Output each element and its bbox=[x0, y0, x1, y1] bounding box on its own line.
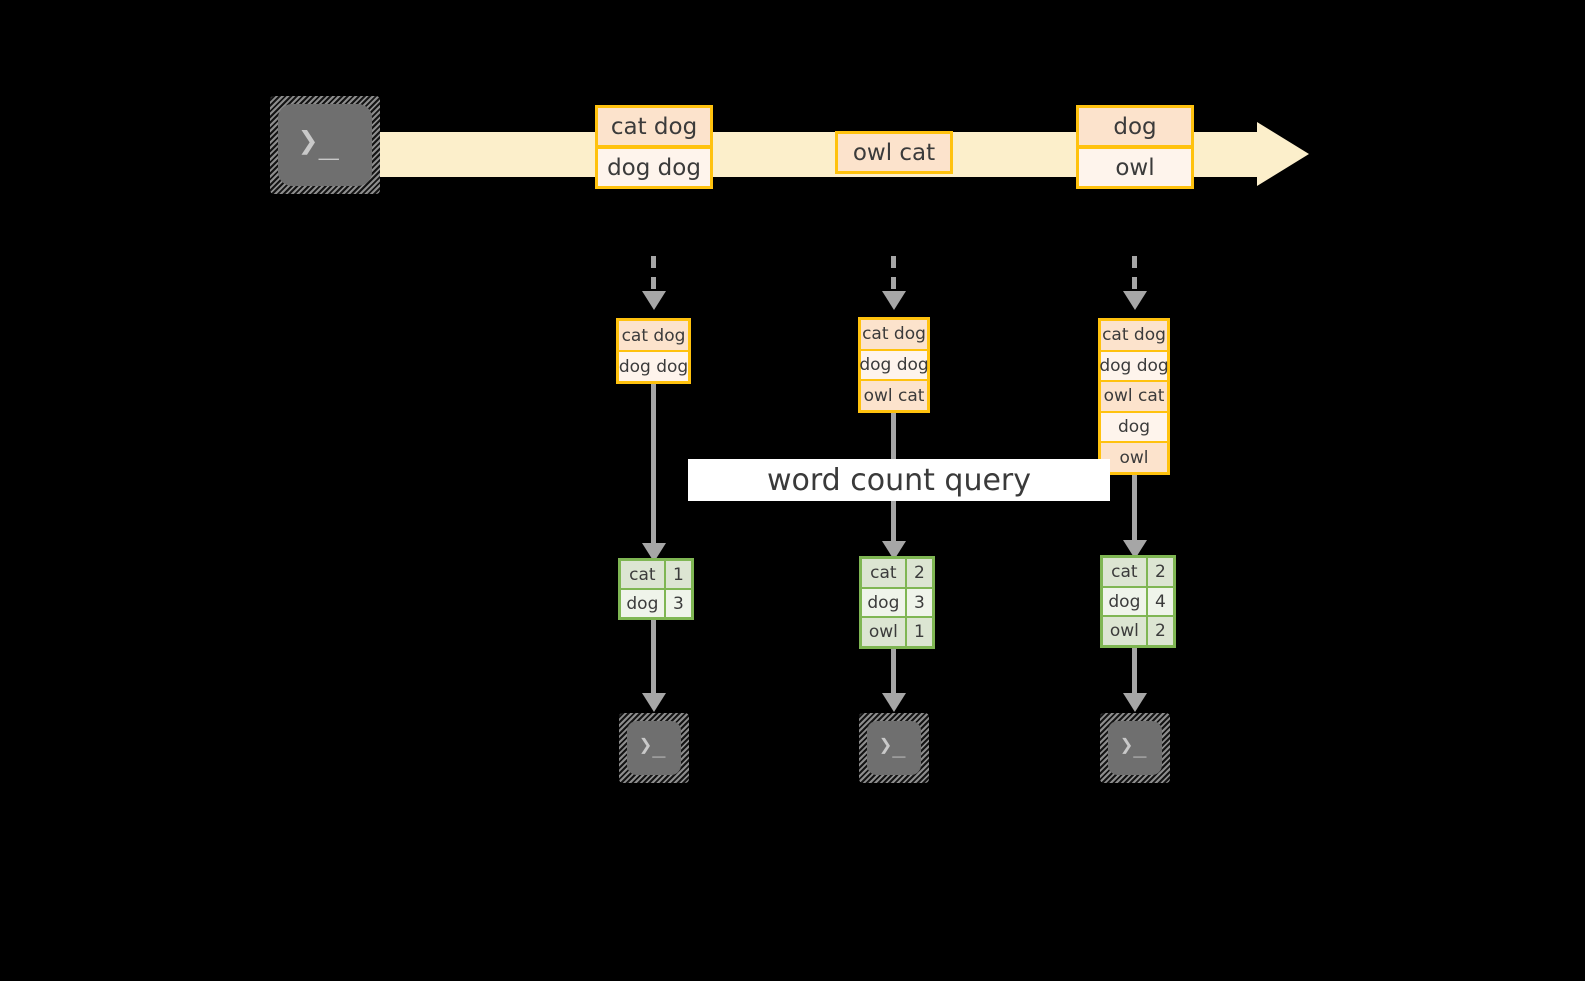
table-row: owl 2 bbox=[1103, 617, 1173, 646]
result-count: 3 bbox=[665, 590, 691, 617]
trigger-1-query-connector bbox=[651, 384, 656, 548]
input-row: cat dog bbox=[1101, 321, 1167, 352]
stream-record-3-line-2: owl bbox=[1076, 146, 1194, 189]
stream-arrow-head bbox=[1257, 122, 1309, 186]
record-text: owl bbox=[1115, 154, 1155, 181]
result-word: owl bbox=[1103, 617, 1148, 646]
source-terminal-icon: ❯_ bbox=[270, 96, 380, 194]
result-word: dog bbox=[621, 590, 666, 617]
query-label: word count query bbox=[766, 462, 1032, 498]
record-text: owl cat bbox=[852, 139, 936, 166]
table-row: dog 4 bbox=[1103, 587, 1173, 618]
input-row: cat dog bbox=[619, 321, 688, 352]
trigger-1-dashed-connector bbox=[651, 256, 656, 296]
stream-record-2-line-1: owl cat bbox=[835, 131, 953, 174]
terminal-screen: ❯_ bbox=[1108, 721, 1162, 775]
terminal-prompt-icon: ❯_ bbox=[298, 121, 339, 161]
trigger-1-sink-connector bbox=[651, 620, 656, 698]
result-count: 4 bbox=[1147, 587, 1173, 616]
terminal-prompt-icon: ❯_ bbox=[1120, 733, 1147, 758]
result-word: dog bbox=[862, 588, 907, 617]
trigger-3-result-table: cat 2 dog 4 owl 2 bbox=[1100, 555, 1176, 648]
input-row: dog bbox=[1101, 412, 1167, 444]
trigger-1-result-table: cat 1 dog 3 bbox=[618, 558, 694, 620]
table-row: cat 2 bbox=[862, 559, 932, 589]
trigger-1-sink-arrowhead bbox=[642, 693, 666, 712]
input-row: owl bbox=[1101, 443, 1167, 472]
query-banner: word count query bbox=[688, 459, 1110, 501]
result-word: cat bbox=[862, 559, 907, 587]
stream-record-3-line-1: dog bbox=[1076, 105, 1194, 148]
result-count: 2 bbox=[1147, 617, 1173, 646]
trigger-2-dashed-arrowhead bbox=[882, 291, 906, 310]
trigger-1-sink-terminal-icon: ❯_ bbox=[619, 713, 689, 783]
table-row: cat 2 bbox=[1103, 558, 1173, 588]
trigger-3-sink-connector bbox=[1132, 648, 1137, 698]
trigger-2-sink-terminal-icon: ❯_ bbox=[859, 713, 929, 783]
result-count: 3 bbox=[906, 588, 932, 617]
trigger-2-dashed-connector bbox=[891, 256, 896, 296]
trigger-2-sink-connector bbox=[891, 649, 896, 698]
trigger-2-sink-arrowhead bbox=[882, 693, 906, 712]
trigger-3-query-arrowhead bbox=[1123, 540, 1147, 559]
table-row: dog 3 bbox=[862, 588, 932, 619]
record-text: dog bbox=[1113, 113, 1157, 140]
result-word: cat bbox=[621, 561, 666, 588]
result-count: 2 bbox=[906, 559, 932, 587]
terminal-screen: ❯_ bbox=[278, 104, 372, 186]
input-row: dog dog bbox=[619, 352, 688, 381]
trigger-2-result-table: cat 2 dog 3 owl 1 bbox=[859, 556, 935, 649]
trigger-1-input-table: cat dog dog dog bbox=[616, 318, 691, 384]
trigger-2-query-arrowhead bbox=[882, 541, 906, 560]
trigger-2-input-table: cat dog dog dog owl cat bbox=[858, 317, 930, 413]
table-row: dog 3 bbox=[621, 590, 691, 617]
input-row: cat dog bbox=[861, 320, 927, 351]
terminal-screen: ❯_ bbox=[627, 721, 681, 775]
result-word: dog bbox=[1103, 587, 1148, 616]
record-text: dog dog bbox=[607, 154, 701, 181]
result-word: owl bbox=[862, 618, 907, 647]
result-count: 2 bbox=[1147, 558, 1173, 586]
record-text: cat dog bbox=[610, 113, 698, 140]
trigger-3-dashed-arrowhead bbox=[1123, 291, 1147, 310]
terminal-screen: ❯_ bbox=[867, 721, 921, 775]
table-row: owl 1 bbox=[862, 618, 932, 647]
result-count: 1 bbox=[906, 618, 932, 647]
terminal-prompt-icon: ❯_ bbox=[639, 733, 666, 758]
trigger-3-dashed-connector bbox=[1132, 256, 1137, 296]
input-row: owl cat bbox=[1101, 382, 1167, 413]
trigger-1-query-arrowhead bbox=[642, 543, 666, 562]
input-row: dog dog bbox=[859, 350, 929, 382]
result-word: cat bbox=[1103, 558, 1148, 586]
stream-record-1-line-1: cat dog bbox=[595, 105, 713, 148]
stream-record-1-line-2: dog dog bbox=[595, 146, 713, 189]
input-row: owl cat bbox=[861, 381, 927, 411]
trigger-3-sink-terminal-icon: ❯_ bbox=[1100, 713, 1170, 783]
trigger-1-dashed-arrowhead bbox=[642, 291, 666, 310]
table-row: cat 1 bbox=[621, 561, 691, 590]
trigger-3-query-connector bbox=[1132, 475, 1137, 546]
result-count: 1 bbox=[665, 561, 691, 588]
input-row: dog dog bbox=[1099, 351, 1169, 383]
trigger-3-sink-arrowhead bbox=[1123, 693, 1147, 712]
trigger-3-input-table: cat dog dog dog owl cat dog owl bbox=[1098, 318, 1170, 475]
terminal-prompt-icon: ❯_ bbox=[879, 733, 906, 758]
